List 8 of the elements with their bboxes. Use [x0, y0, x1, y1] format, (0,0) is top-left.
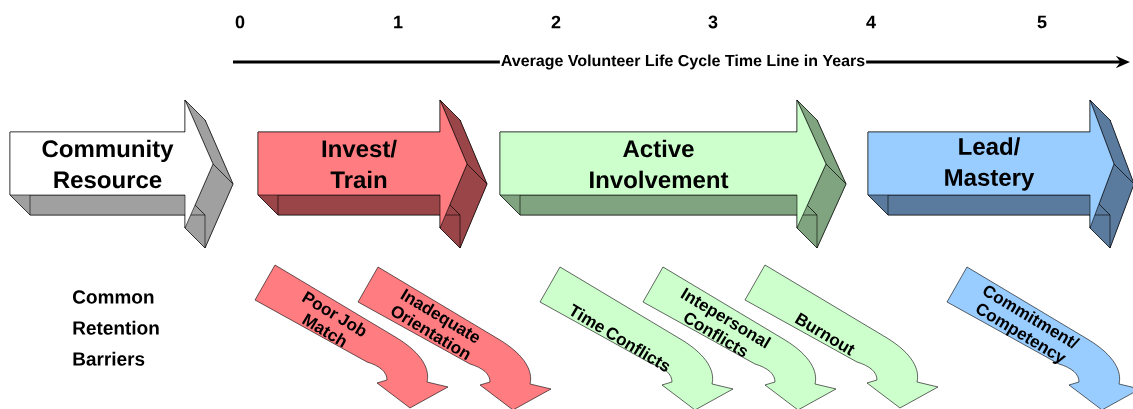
- row-label: Common Retention Barriers: [73, 290, 159, 366]
- tick-label: 0: [235, 15, 245, 29]
- tick-label: 1: [394, 15, 403, 29]
- tick-label: 2: [551, 15, 561, 29]
- tick-label: 3: [708, 15, 718, 29]
- tick-label: 4: [866, 15, 876, 29]
- axis-label: Average Volunteer Life Cycle Time Line in Years: [499, 53, 867, 71]
- tick-label: 5: [1037, 15, 1047, 29]
